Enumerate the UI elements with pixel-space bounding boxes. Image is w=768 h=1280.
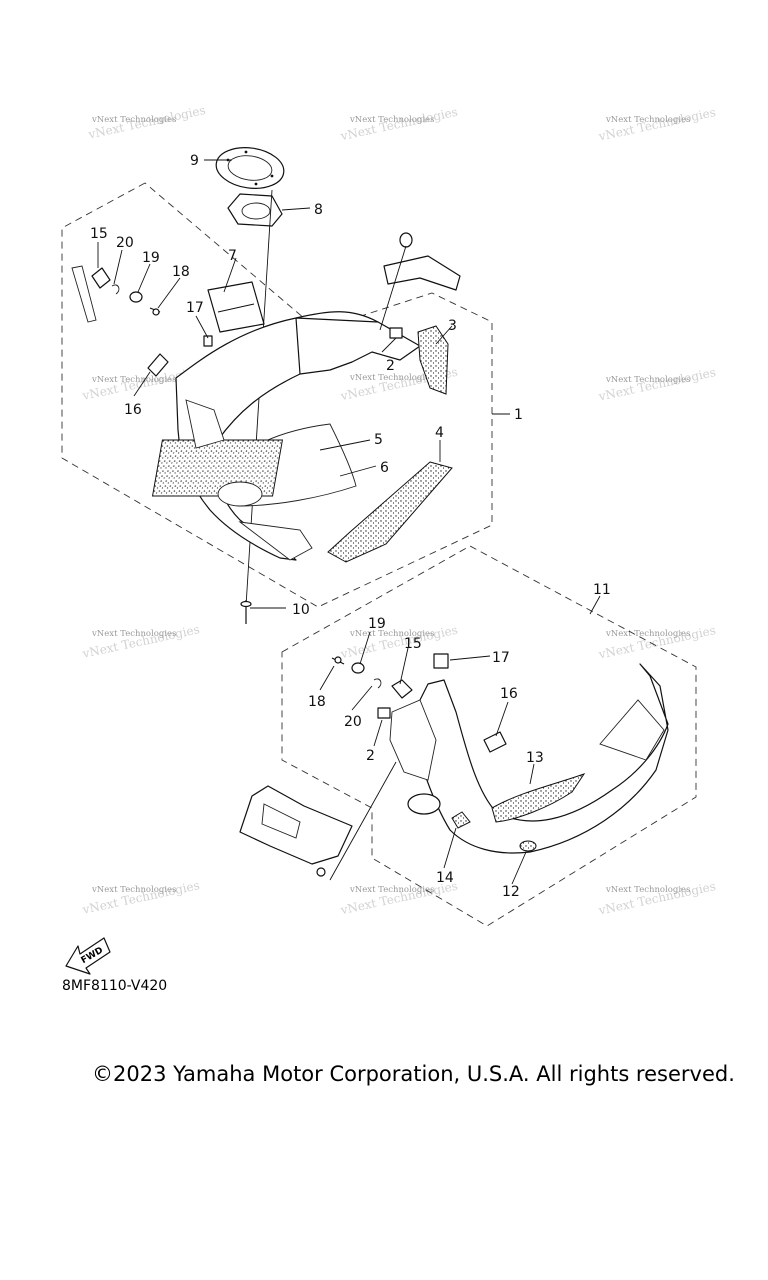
fwd-arrow-icon: FWD (65, 937, 111, 975)
lower-cowling-boundary (281, 545, 697, 927)
part-14-grommet (451, 811, 471, 829)
watermark: vNext Technologies (91, 375, 176, 385)
callout-labels: 1 2 2 3 4 5 6 7 8 9 10 11 12 13 14 15 15… (90, 153, 611, 900)
callout-17: 17 (186, 300, 204, 316)
part-7-decal (207, 281, 265, 333)
callout-5: 5 (374, 432, 383, 448)
part-13-pad (491, 773, 586, 823)
callout-20: 20 (344, 714, 362, 730)
callout-2: 2 (366, 748, 375, 764)
watermark: vNext Technologies (349, 629, 434, 639)
callout-19: 19 (142, 250, 160, 266)
callout-9: 9 (190, 153, 199, 169)
lower-hardware (329, 656, 413, 881)
callout-18: 18 (308, 694, 326, 710)
callout-18: 18 (172, 264, 190, 280)
copyright-notice: ©2023 Yamaha Motor Corporation, U.S.A. A… (92, 1062, 735, 1086)
callout-leaders (97, 159, 601, 885)
callout-15: 15 (404, 636, 422, 652)
callout-4: 4 (435, 425, 444, 441)
watermark: vNext Technologies (91, 115, 176, 125)
callout-3: 3 (448, 318, 457, 334)
watermark: vNext Technologies (605, 629, 690, 639)
callout-2: 2 (386, 358, 395, 374)
part-12-grommet (519, 840, 537, 852)
watermark: vNext Technologies (349, 373, 434, 383)
part-2-nut-lower (377, 707, 391, 719)
part-10-rivet (240, 600, 252, 624)
part-17-nut-upper (203, 335, 213, 347)
parts-diagram: vNext Technologies vNext Technologies vN… (61, 103, 717, 975)
callout-11: 11 (593, 582, 611, 598)
watermark: vNext Technologies (605, 115, 690, 125)
callout-16: 16 (500, 686, 518, 702)
upper-bracket (379, 232, 461, 331)
watermark: vNext Technologies (605, 375, 690, 385)
callout-14: 14 (436, 870, 454, 886)
part-4-trim (327, 461, 453, 563)
diagram-code: 8MF8110-V420 (62, 978, 168, 994)
part-2-nut-upper (389, 327, 403, 339)
part-1-upper-cowling (151, 311, 421, 561)
part-11-lower-cowling (389, 663, 669, 854)
upper-cowling-boundary (61, 182, 493, 608)
callout-17: 17 (492, 650, 510, 666)
watermark: vNext Technologies (605, 885, 690, 895)
watermark: vNext Technologies (349, 115, 434, 125)
upper-hardware (71, 265, 213, 347)
part-17-nut-lower (433, 653, 449, 669)
watermark: vNext Technologies (349, 885, 434, 895)
watermark: vNext Technologies (91, 629, 176, 639)
callout-16: 16 (124, 402, 142, 418)
lower-side-panel (239, 785, 353, 877)
callout-6: 6 (380, 460, 389, 476)
part-16-grommet-upper (147, 353, 169, 377)
part-5-pad (151, 439, 284, 497)
part-8-plate (227, 193, 283, 227)
callout-15: 15 (90, 226, 108, 242)
callout-7: 7 (228, 248, 237, 264)
callout-19: 19 (368, 616, 386, 632)
callout-12: 12 (502, 884, 520, 900)
part-9-gasket (215, 147, 285, 189)
part-16-grommet-lower (483, 731, 507, 753)
watermark: vNext Technologies (91, 885, 176, 895)
callout-1: 1 (514, 407, 523, 423)
callout-10: 10 (292, 602, 310, 618)
callout-13: 13 (526, 750, 544, 766)
callout-8: 8 (314, 202, 323, 218)
callout-20: 20 (116, 235, 134, 251)
part-3-bracket (417, 325, 449, 395)
